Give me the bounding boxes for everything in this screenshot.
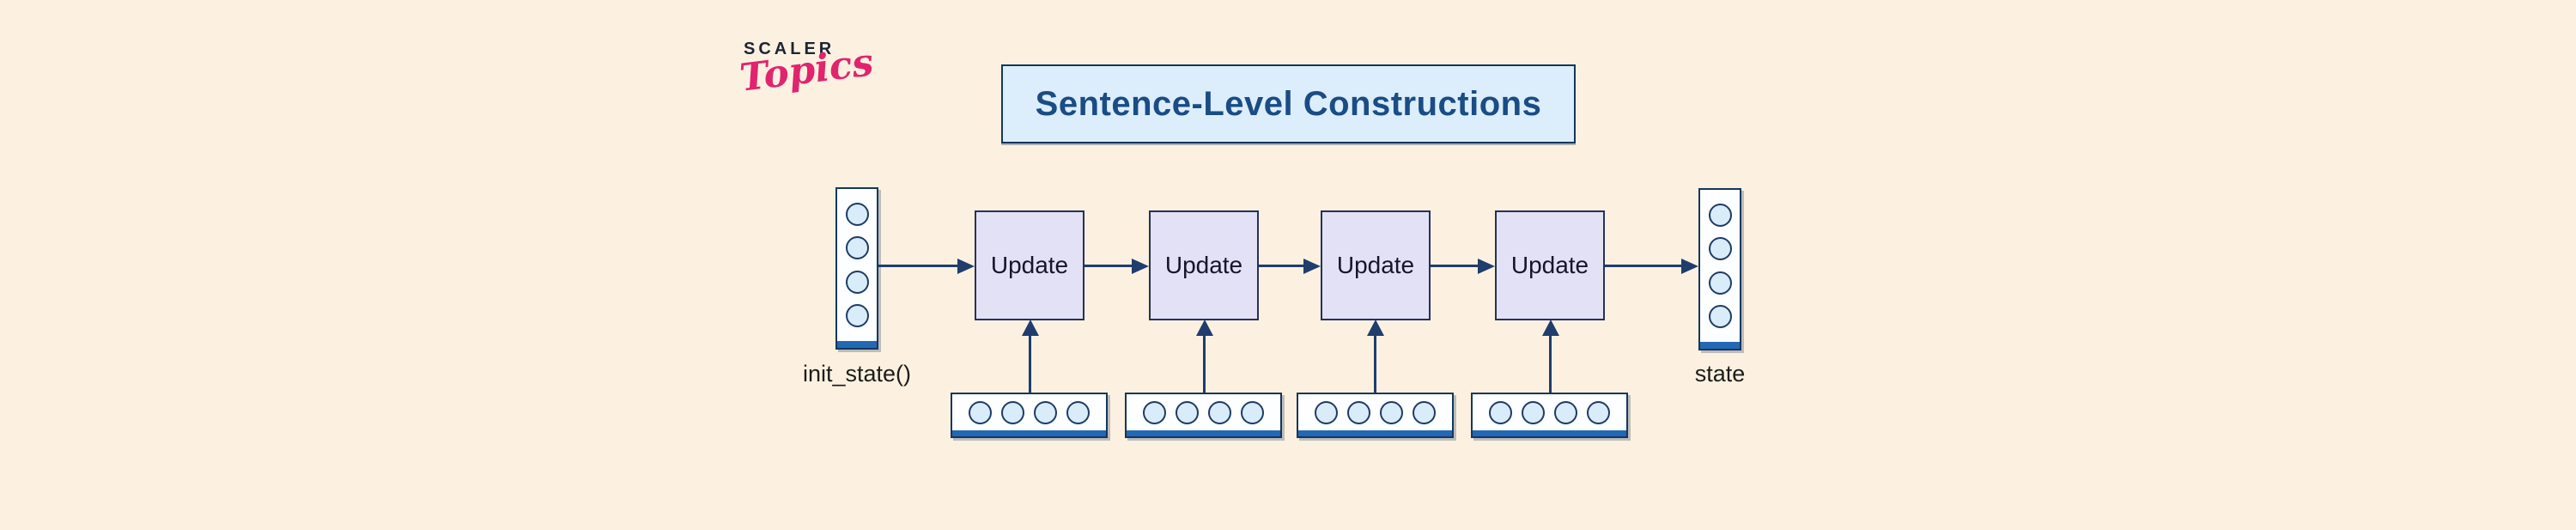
arrow-up-input4-to-update4 <box>1541 320 1559 393</box>
vector-cell-circle <box>1587 401 1610 424</box>
update-box-label: Update <box>1510 252 1589 278</box>
init-state-label: init_state() <box>802 361 912 387</box>
vector-cell-circle <box>845 303 869 327</box>
arrowhead-up-icon <box>1541 320 1559 336</box>
vector-cell-circle <box>1708 237 1732 261</box>
vector-cell-circle <box>1066 401 1090 424</box>
page-title: Sentence-Level Constructions <box>1035 84 1542 123</box>
vector-cell-circle <box>1315 401 1338 424</box>
vector-cell-circle <box>1241 401 1264 424</box>
vector-cell-circle <box>1380 401 1403 424</box>
arrowhead-right-icon <box>1132 258 1149 274</box>
vector-cell-circle <box>1708 204 1732 228</box>
update-box-label: Update <box>990 252 1069 278</box>
vector-cell-circle <box>845 203 869 227</box>
vector-cell-circle <box>1208 401 1231 424</box>
logo-brand-text: SCALER <box>744 40 835 58</box>
input-vector-4 <box>1471 393 1628 438</box>
arrow-up-input2-to-update2 <box>1195 320 1213 393</box>
vector-cell-circle <box>969 401 992 424</box>
vector-accent-bar <box>1700 342 1740 349</box>
vector-accent-bar <box>1473 430 1626 436</box>
vector-cell-circle <box>1034 401 1057 424</box>
arrowhead-up-icon <box>1366 320 1384 336</box>
vector-cell-circle <box>1708 304 1732 328</box>
update-box-2: Update <box>1149 210 1259 320</box>
vector-cell-circle <box>845 236 869 260</box>
vector-accent-bar <box>952 430 1106 436</box>
vector-cell-circle <box>845 270 869 294</box>
vector-cell-circle <box>1347 401 1370 424</box>
arrow-right-update2-to-update3 <box>1259 258 1321 274</box>
arrow-right-init-to-update1 <box>878 258 975 274</box>
vector-accent-bar <box>837 341 877 348</box>
arrowhead-right-icon <box>1478 258 1495 274</box>
input-vector-1 <box>951 393 1108 438</box>
vector-cell-circle <box>1489 401 1512 424</box>
vector-cell-circle <box>1554 401 1577 424</box>
arrow-right-update1-to-update2 <box>1084 258 1149 274</box>
scaler-topics-logo: SCALER Topics <box>738 40 876 101</box>
vector-cell-circle <box>1708 271 1732 295</box>
update-box-3: Update <box>1321 210 1431 320</box>
state-label: state <box>1694 361 1746 387</box>
arrowhead-right-icon <box>957 258 975 274</box>
update-box-4: Update <box>1495 210 1605 320</box>
vector-cell-circle <box>1001 401 1024 424</box>
vector-cell-circle <box>1176 401 1199 424</box>
arrow-up-input3-to-update3 <box>1366 320 1384 393</box>
input-vector-2 <box>1125 393 1282 438</box>
vector-cell-circle <box>1413 401 1436 424</box>
arrowhead-up-icon <box>1195 320 1213 336</box>
arrowhead-up-icon <box>1021 320 1039 336</box>
update-box-label: Update <box>1164 252 1243 278</box>
vector-accent-bar <box>1298 430 1452 436</box>
state-vector <box>1698 188 1741 350</box>
arrowhead-right-icon <box>1303 258 1321 274</box>
arrow-up-input1-to-update1 <box>1021 320 1039 393</box>
title-box: Sentence-Level Constructions <box>1001 64 1576 143</box>
init-state-vector <box>835 187 878 350</box>
update-box-1: Update <box>975 210 1084 320</box>
arrow-right-update4-to-state <box>1605 258 1698 274</box>
vector-cell-circle <box>1143 401 1166 424</box>
vector-cell-circle <box>1522 401 1545 424</box>
arrowhead-right-icon <box>1681 258 1698 274</box>
arrow-right-update3-to-update4 <box>1431 258 1495 274</box>
vector-accent-bar <box>1127 430 1280 436</box>
input-vector-3 <box>1297 393 1454 438</box>
update-box-label: Update <box>1336 252 1415 278</box>
